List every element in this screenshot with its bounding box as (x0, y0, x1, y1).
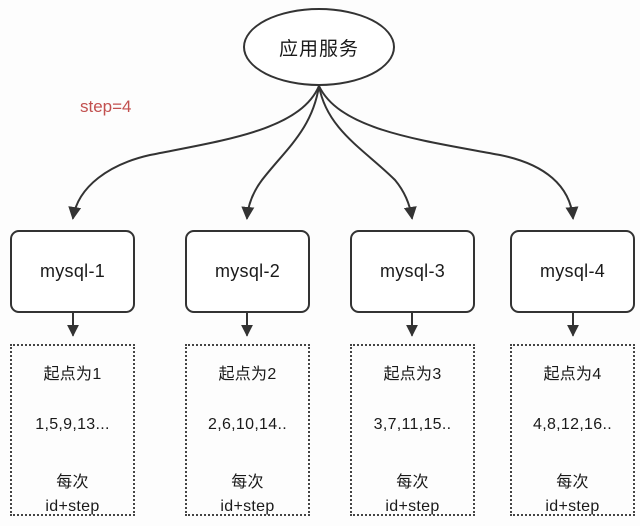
app-service-node[interactable]: 应用服务 (243, 8, 395, 86)
mysql-node-4[interactable]: mysql-4 (510, 230, 635, 313)
shard-sequence-label: 2,6,10,14.. (208, 416, 287, 433)
shard-detail-4: 起点为4 4,8,12,16.. 每次 id+step (510, 344, 635, 516)
shard-start-label: 起点为3 (383, 366, 442, 383)
shard-detail-3: 起点为3 3,7,11,15.. 每次 id+step (350, 344, 475, 516)
step-annotation: step=4 (80, 97, 132, 116)
mysql-node-2[interactable]: mysql-2 (185, 230, 310, 313)
shard-sequence-label: 1,5,9,13... (35, 416, 110, 433)
shard-sequence-label: 3,7,11,15.. (373, 416, 452, 433)
shard-detail-2: 起点为2 2,6,10,14.. 每次 id+step (185, 344, 310, 516)
shard-note-line1: 每次 (56, 474, 89, 491)
edge-app-to-mysql-4 (318, 85, 579, 220)
shard-note-line1: 每次 (556, 474, 589, 491)
mysql-node-label: mysql-4 (539, 261, 606, 281)
mysql-node-label: mysql-2 (214, 261, 281, 281)
shard-note-line2: id+step (220, 498, 275, 515)
mysql-node-3[interactable]: mysql-3 (350, 230, 475, 313)
mysql-node-label: mysql-3 (379, 261, 446, 281)
shard-detail-1: 起点为1 1,5,9,13... 每次 id+step (10, 344, 135, 516)
shard-start-label: 起点为2 (218, 366, 277, 383)
shard-note-line2: id+step (385, 498, 440, 515)
shard-note-line2: id+step (45, 498, 100, 515)
shard-note-line2: id+step (545, 498, 600, 515)
mysql-node-1[interactable]: mysql-1 (10, 230, 135, 313)
edge-app-to-mysql-3 (318, 85, 417, 220)
shard-sequence-label: 4,8,12,16.. (533, 416, 612, 433)
shard-note-line1: 每次 (396, 474, 429, 491)
shard-note-line1: 每次 (231, 474, 264, 491)
edge-app-to-mysql-2 (241, 85, 320, 220)
shard-start-label: 起点为1 (43, 366, 102, 383)
app-service-label: 应用服务 (278, 38, 359, 60)
shard-start-label: 起点为4 (543, 366, 602, 383)
mysql-node-label: mysql-1 (39, 261, 106, 281)
